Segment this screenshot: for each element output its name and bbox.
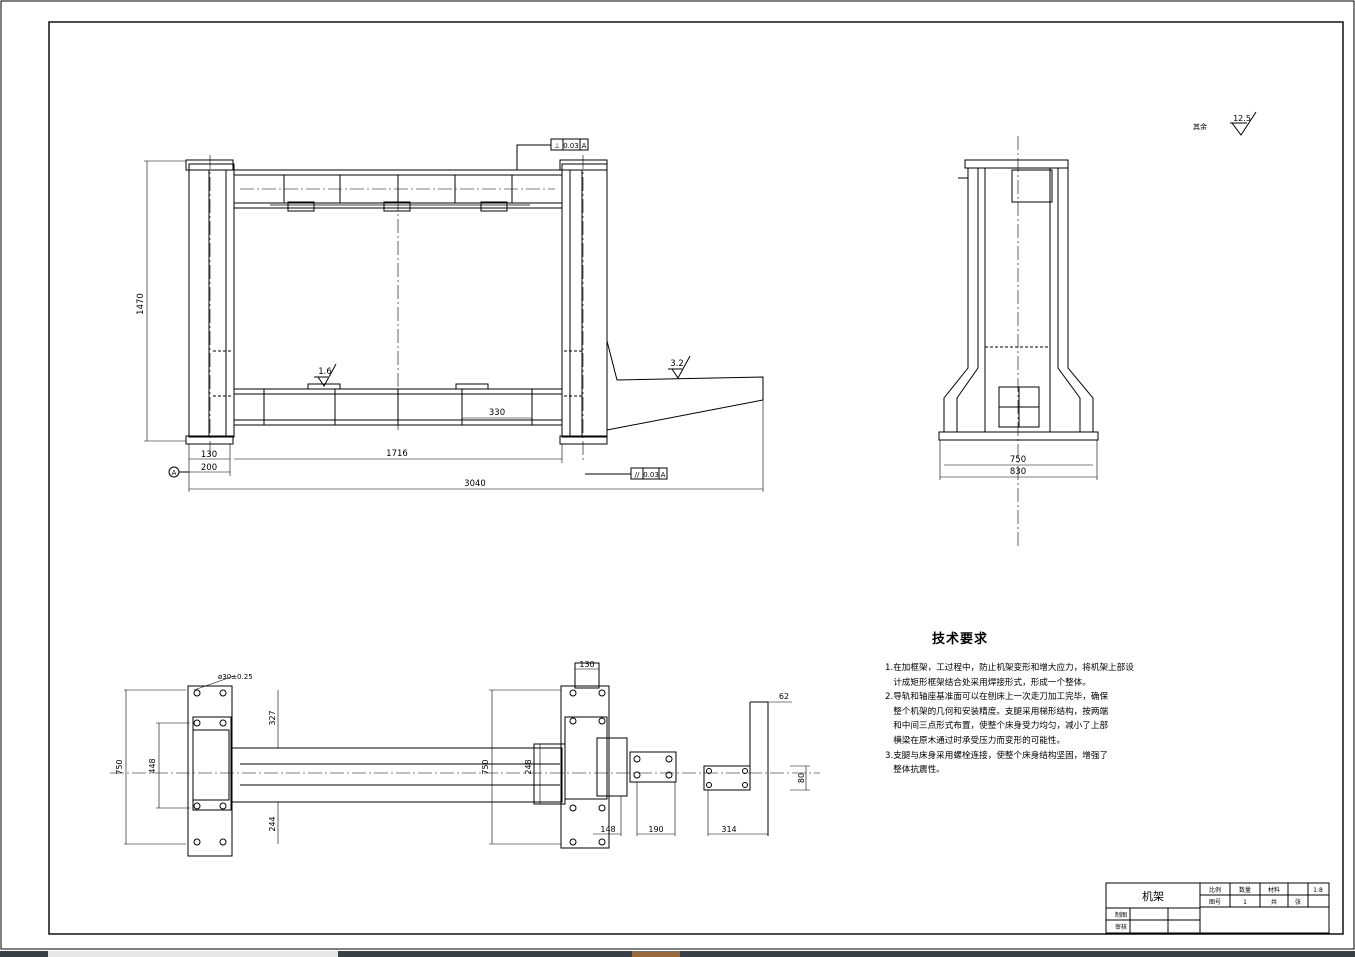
dim-330: 330 bbox=[489, 408, 505, 418]
dim-190: 190 bbox=[648, 825, 663, 834]
dim-1716: 1716 bbox=[386, 449, 408, 459]
front-view bbox=[144, 138, 764, 492]
drawing-frame bbox=[48, 21, 1344, 935]
dim-830-side: 830 bbox=[1010, 467, 1026, 477]
tb-cell-sheet: 张 bbox=[1295, 898, 1301, 906]
dim-130: 130 bbox=[201, 450, 217, 460]
datum-a-label: A bbox=[172, 469, 177, 477]
tb-row-drawn: 制图 bbox=[1115, 911, 1127, 919]
plan-view-labels: ø30±0.25 327 750 448 244 750 248 130 148… bbox=[115, 660, 806, 834]
tol-top-datum: A bbox=[582, 142, 587, 150]
dim-148: 148 bbox=[600, 825, 615, 834]
dim-248: 248 bbox=[524, 759, 533, 774]
dim-244: 244 bbox=[268, 816, 277, 831]
tol-top-symbol: ⊥ bbox=[554, 142, 560, 150]
tb-row-checked: 审核 bbox=[1115, 923, 1127, 931]
dim-327: 327 bbox=[268, 710, 277, 725]
dim-130-top: 130 bbox=[579, 660, 594, 669]
side-view bbox=[938, 111, 1257, 546]
tech-requirements: 技术要求 1.在加框架，工过程中，防止机架变形和增大应力，将机架上部设 计成矩形… bbox=[885, 628, 1165, 778]
tol-top-value: 0.03 bbox=[563, 142, 579, 150]
taskbar-segment bbox=[48, 951, 338, 957]
dim-314: 314 bbox=[721, 825, 736, 834]
dim-200: 200 bbox=[201, 463, 217, 473]
dim-750-side: 750 bbox=[1010, 455, 1026, 465]
front-view-labels: 1470 130 200 1716 3040 330 3.2 1.6 A ⊥ 0… bbox=[136, 142, 684, 489]
dim-62: 62 bbox=[779, 692, 789, 701]
dim-80: 80 bbox=[797, 773, 806, 783]
tb-cell-scale-value: 1:8 bbox=[1313, 887, 1323, 894]
surface-note-value: 12.5 bbox=[1233, 114, 1251, 123]
tech-requirement-3: 3.支腿与床身采用螺栓连接，使整个床身结构坚固，增强了 整体抗震性。 bbox=[885, 750, 1109, 776]
taskbar-strip bbox=[0, 951, 1355, 957]
title-block-labels: 机架 比例 数量 材料 1:8 图号 1 共 张 制图 审核 bbox=[1115, 886, 1323, 931]
tol-bottom-value: 0.03 bbox=[643, 471, 659, 479]
tb-cell-qty-label: 数量 bbox=[1239, 886, 1251, 894]
tb-cell-dwg-no: 图号 bbox=[1209, 899, 1221, 906]
dim-750-left: 750 bbox=[115, 759, 124, 774]
dim-750-right: 750 bbox=[481, 759, 490, 774]
dim-hole: ø30±0.25 bbox=[218, 673, 253, 681]
dim-height-1470: 1470 bbox=[136, 293, 146, 315]
tb-cell-material-label: 材料 bbox=[1268, 886, 1280, 894]
tb-cell-qty-value: 1 bbox=[1243, 899, 1247, 906]
dim-3040: 3040 bbox=[464, 479, 486, 489]
dim-448: 448 bbox=[148, 758, 157, 773]
tol-bottom-symbol: // bbox=[635, 471, 640, 479]
plan-view bbox=[110, 662, 820, 857]
roughness-3-2: 3.2 bbox=[670, 359, 684, 369]
title-block-name: 机架 bbox=[1142, 889, 1164, 903]
title-block bbox=[1105, 882, 1330, 934]
tb-cell-total: 共 bbox=[1271, 898, 1277, 906]
tb-cell-scale-label: 比例 bbox=[1209, 886, 1221, 894]
side-view-labels: 750 830 其余 12.5 bbox=[1010, 114, 1251, 477]
tech-requirement-1: 1.在加框架，工过程中，防止机架变形和增大应力，将机架上部设 计成矩形框架结合处… bbox=[885, 663, 1134, 688]
tol-bottom-datum: A bbox=[661, 471, 666, 479]
surface-note-label: 其余 bbox=[1193, 122, 1207, 131]
roughness-1-6: 1.6 bbox=[318, 367, 332, 377]
tech-requirement-2: 2.导轨和轴座基准面可以在刨床上一次走刀加工完毕，确保 整个机架的几何和安装精度… bbox=[885, 692, 1109, 746]
taskbar-segment bbox=[632, 951, 680, 957]
tech-requirements-title: 技术要求 bbox=[931, 632, 988, 647]
